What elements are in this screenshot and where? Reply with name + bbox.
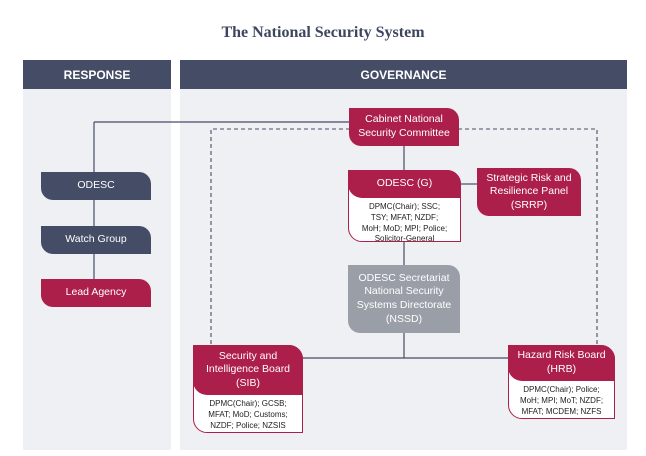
watch-group-box: Watch Group — [41, 226, 151, 254]
srrp-label: Strategic Risk and Resilience Panel (SRR… — [486, 171, 572, 211]
sib-title: Security and Intelligence Board (SIB) — [205, 349, 291, 389]
odesc-g-title: ODESC (G) — [376, 177, 433, 190]
sib-members: DPMC(Chair); GCSB; MFAT; MoD; Customs; N… — [208, 399, 288, 430]
cabinet-committee-box: Cabinet National Security Committee — [349, 108, 459, 146]
hrb-header: Hazard Risk Board (HRB) — [508, 345, 615, 381]
odesc-g-members: DPMC(Chair); SSC; TSY; MFAT; NZDF; MoH; … — [361, 202, 448, 244]
sib-header: Security and Intelligence Board (SIB) — [193, 345, 303, 395]
response-panel — [23, 60, 171, 450]
nssd-box: ODESC Secretariat National Security Syst… — [348, 265, 460, 333]
cabinet-to-hrb-dashed-line — [458, 128, 598, 345]
cabinet-to-sib-dashed-line — [210, 128, 350, 345]
odesc-response-box: ODESC — [41, 172, 151, 200]
odesc-response-label: ODESC — [77, 179, 115, 192]
sib-card: Security and Intelligence Board (SIB) DP… — [193, 345, 303, 433]
odesc-g-card: ODESC (G) DPMC(Chair); SSC; TSY; MFAT; N… — [348, 170, 461, 244]
diagram-title: The National Security System — [221, 24, 425, 41]
response-header: RESPONSE — [23, 60, 171, 89]
hrb-members: DPMC(Chair); Police; MoH; MPI; MoT; NZDF… — [519, 385, 604, 416]
governance-header: GOVERNANCE — [180, 60, 627, 89]
hrb-title: Hazard Risk Board (HRB) — [517, 349, 606, 375]
lead-agency-box: Lead Agency — [41, 279, 151, 307]
cabinet-committee-label: Cabinet National Security Committee — [358, 113, 450, 139]
lead-agency-label: Lead Agency — [65, 286, 127, 299]
srrp-box: Strategic Risk and Resilience Panel (SRR… — [477, 168, 581, 216]
nssd-label: ODESC Secretariat National Security Syst… — [356, 271, 452, 325]
odesc-g-header: ODESC (G) — [348, 170, 461, 198]
hrb-card: Hazard Risk Board (HRB) DPMC(Chair); Pol… — [508, 345, 615, 419]
watch-group-label: Watch Group — [65, 233, 127, 246]
